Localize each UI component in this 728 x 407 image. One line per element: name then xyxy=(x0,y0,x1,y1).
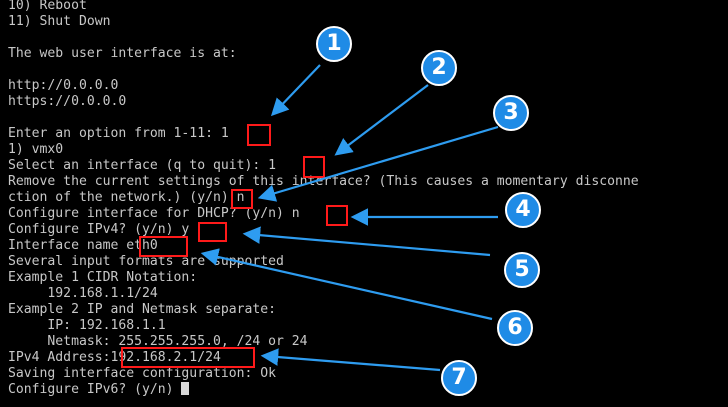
terminal-line: Remove the current settings of this inte… xyxy=(8,174,639,189)
highlight-ipv4-address xyxy=(121,347,255,368)
terminal-line: Example 1 CIDR Notation: xyxy=(8,270,198,285)
terminal-line: https://0.0.0.0 xyxy=(8,94,127,109)
callout-badge-7: 7 xyxy=(441,360,477,396)
highlight-remove-settings-input xyxy=(231,189,253,209)
text-cursor xyxy=(181,382,190,395)
terminal-line: 10) Reboot xyxy=(8,0,87,13)
callout-badge-6: 6 xyxy=(497,310,533,346)
terminal-line: Interface name eth0 xyxy=(8,238,158,253)
terminal-line: Configure IPv4? (y/n) y xyxy=(8,222,190,237)
highlight-interface-name xyxy=(139,236,188,257)
arrow-7 xyxy=(260,348,441,372)
arrow-3 xyxy=(257,125,499,202)
terminal-line: Netmask: 255.255.255.0, /24 or 24 xyxy=(8,334,308,349)
callout-badge-3: 3 xyxy=(493,95,529,131)
callout-badge-5: 5 xyxy=(504,252,540,288)
terminal-line: Configure interface for DHCP? (y/n) n xyxy=(8,206,300,221)
terminal-line: Configure IPv6? (y/n) xyxy=(8,382,182,397)
callout-badge-4: 4 xyxy=(505,192,541,228)
terminal-line: 11) Shut Down xyxy=(8,14,111,29)
terminal-line: http://0.0.0.0 xyxy=(8,78,119,93)
terminal-line: 192.168.1.1/24 xyxy=(8,286,158,301)
highlight-dhcp-input xyxy=(326,205,348,226)
terminal-line: 1) vmx0 xyxy=(8,142,64,157)
callout-badge-2: 2 xyxy=(421,50,457,86)
highlight-ipv4-input xyxy=(198,222,227,242)
highlight-interface-input xyxy=(303,156,325,178)
terminal-prompt-line[interactable]: Configure IPv6? (y/n) xyxy=(8,382,190,398)
terminal-line: ction of the network.) (y/n) n xyxy=(8,190,245,205)
arrow-2 xyxy=(334,84,429,156)
terminal-line: Select an interface (q to quit): 1 xyxy=(8,158,277,173)
terminal-line: The web user interface is at: xyxy=(8,46,237,61)
arrow-1 xyxy=(270,64,321,117)
terminal-line: Enter an option from 1-11: 1 xyxy=(8,126,229,141)
terminal-line: Saving interface configuration: Ok xyxy=(8,366,277,381)
terminal-line: IP: 192.168.1.1 xyxy=(8,318,166,333)
arrow-5 xyxy=(242,226,491,257)
terminal-line: Example 2 IP and Netmask separate: xyxy=(8,302,277,317)
terminal-line: IPv4 Address:192.168.2.1/24 xyxy=(8,350,221,365)
highlight-option-input xyxy=(247,124,271,146)
arrow-6 xyxy=(200,248,493,321)
terminal-line: Several input formats are supported xyxy=(8,254,284,269)
callout-badge-1: 1 xyxy=(316,26,352,62)
